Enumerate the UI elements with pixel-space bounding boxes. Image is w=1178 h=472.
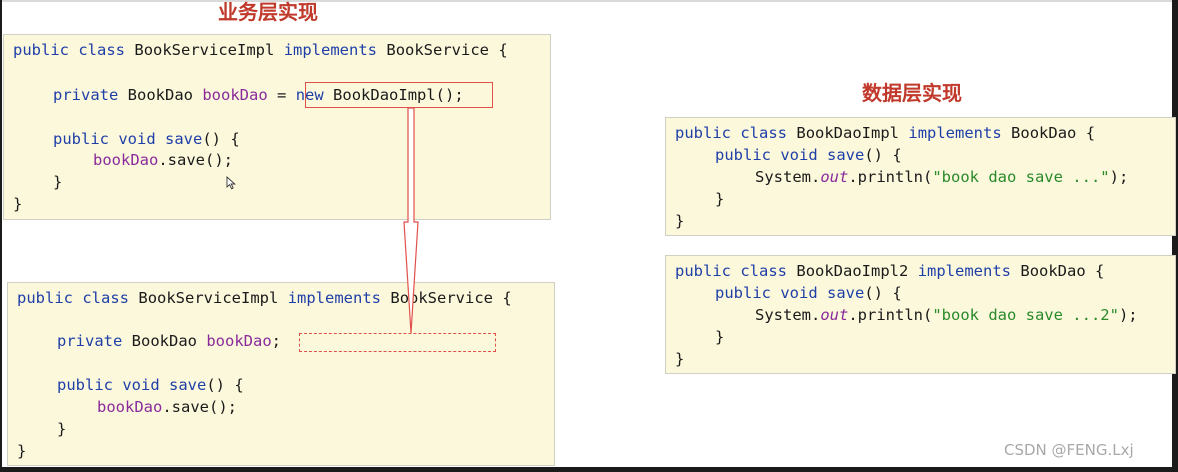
screen-left-edge (0, 0, 2, 472)
code-line-println: System.out.println("book dao save ..."); (755, 168, 1129, 186)
code-line-class-decl: public class BookServiceImpl implements … (13, 41, 508, 59)
code-line-class-decl: public class BookDaoImpl implements Book… (675, 124, 1096, 142)
new-expression-highlight-box (305, 82, 493, 108)
dao-impl-code-block: public class BookDaoImpl implements Book… (665, 117, 1176, 236)
code-line-method-decl: public void save() { (57, 376, 244, 394)
code-line-println: System.out.println("book dao save ...2")… (755, 306, 1138, 324)
code-line-method-decl: public void save() { (715, 284, 902, 302)
service-layer-heading: 业务层实现 (218, 0, 318, 24)
cursor-icon (226, 176, 236, 190)
screen-bottom-edge (0, 467, 1172, 472)
code-line-method-close: } (715, 190, 725, 208)
code-line-class-decl: public class BookDaoImpl2 implements Boo… (675, 262, 1105, 280)
code-line-method-call: bookDao.save(); (93, 151, 233, 169)
data-layer-heading: 数据层实现 (862, 81, 962, 105)
service-impl-before-code-block: public class BookServiceImpl implements … (3, 34, 551, 220)
code-line-method-call: bookDao.save(); (97, 398, 237, 416)
code-line-field-decl: private BookDao bookDao; (57, 332, 282, 350)
screen-top-edge (0, 0, 1178, 2)
code-line-method-decl: public void save() { (715, 146, 902, 164)
code-line-class-close: } (17, 442, 27, 460)
code-line-method-close: } (57, 420, 67, 438)
code-line-class-close: } (675, 212, 685, 230)
code-line-class-close: } (13, 195, 23, 213)
screen-right-edge (1172, 0, 1178, 472)
code-line-class-decl: public class BookServiceImpl implements … (17, 289, 512, 307)
code-line-class-close: } (675, 350, 685, 368)
csdn-watermark: CSDN @FENG.Lxj (1004, 441, 1134, 459)
highlighted-new-expression: new BookDaoImpl(); (295, 86, 464, 104)
code-line-method-close: } (53, 173, 63, 191)
removed-expression-placeholder-box (299, 333, 496, 352)
code-line-field-decl: private BookDao bookDao = new BookDaoImp… (53, 86, 464, 104)
service-impl-after-code-block: public class BookServiceImpl implements … (7, 282, 555, 466)
code-line-method-decl: public void save() { (53, 130, 240, 148)
code-line-method-close: } (715, 328, 725, 346)
dao-impl2-code-block: public class BookDaoImpl2 implements Boo… (665, 255, 1176, 374)
